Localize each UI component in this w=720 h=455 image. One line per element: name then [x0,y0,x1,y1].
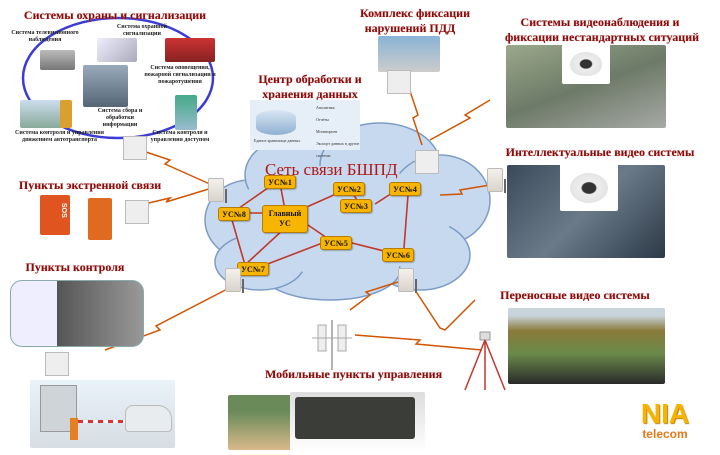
node-6[interactable]: УС№6 [382,248,414,262]
security-item-vehicle: Система контроля и управления движением … [15,130,104,143]
database-icon [256,110,296,135]
security-item-processing: Система сбора и обработки информации [97,108,143,128]
fire-truck-image [165,38,215,62]
cloud-antenna-bottom-right [398,268,417,293]
dome-camera-image [562,44,610,84]
dome-camera-icon [570,52,602,76]
datacenter-panel: Единое хранилище данных Аналитика Отчёты… [250,100,360,158]
dome-camera-pair-image [560,163,618,211]
tripod-camera-icon [464,331,506,391]
cctv-camera-image [40,50,75,70]
cloud-antenna-bottom-left [225,268,244,293]
dome-camera-icon-2 [570,173,608,203]
portable-title: Переносные видео системы [500,288,650,302]
node-7[interactable]: УС№7 [237,262,269,276]
mobile-title: Мобильные пункты управления [265,367,443,381]
cloud-antenna-left [208,178,227,203]
security-item-alarm: Система охранной сигнализации [116,24,168,37]
security-title: Системы охраны и сигнализации [23,8,207,22]
barrier-arm [78,420,133,423]
mobile-antenna-mast-icon [312,320,352,370]
datacenter-outputs: Аналитика Отчёты Мониторинг Экспорт данн… [316,105,360,158]
gate-post-image [60,100,72,128]
operator-image [83,65,128,107]
emergency-phone-image [88,198,112,240]
truck-body [295,397,415,439]
security-item-fire: Система оповещения, пожарной сигнализаци… [144,65,216,85]
turnstile-image [175,95,197,130]
control-points-title: Пункты контроля [25,260,125,274]
logo-brand: NIA [640,398,690,429]
node-1[interactable]: УС№1 [264,175,296,189]
node-8[interactable]: УС№8 [218,207,250,221]
command-room-image [228,395,298,450]
traffic-radio-panel [387,70,411,94]
network-title: Сеть связи БШПД [265,160,398,179]
emergency-title: Пункты экстренной связи [18,178,162,192]
alarm-sensor-image [97,38,137,62]
barrier-post [70,418,78,440]
storage-label: Единое хранилище данных [253,138,301,143]
node-3[interactable]: УС№3 [340,199,372,213]
cloud-radio-panel [415,150,439,174]
security-item-cctv: Система телевизионного наблюдения [11,30,79,43]
node-5[interactable]: УС№5 [320,236,352,250]
portable-video-image [508,308,665,384]
sos-post-image: SOS [40,195,70,235]
security-ring [21,16,215,140]
control-screen-image [10,280,144,347]
sos-label: SOS [60,203,67,218]
intellectual-title: Интеллектуальные видео системы [505,145,695,159]
nia-telecom-logo: NIA telecom [625,398,705,441]
traffic-camera-image [378,36,440,72]
car-image [125,405,172,432]
command-truck-image [290,392,425,452]
emergency-radio-panel [125,200,149,224]
node-4[interactable]: УС№4 [389,182,421,196]
control-radio-panel [45,352,69,376]
intellectual-antenna [487,168,506,193]
node-2[interactable]: УС№2 [333,182,365,196]
security-item-access: Система контроля и управления доступом [150,130,210,143]
checkpoint-image [30,380,175,448]
security-radio-panel [123,136,147,160]
logo-sub: telecom [642,427,688,441]
